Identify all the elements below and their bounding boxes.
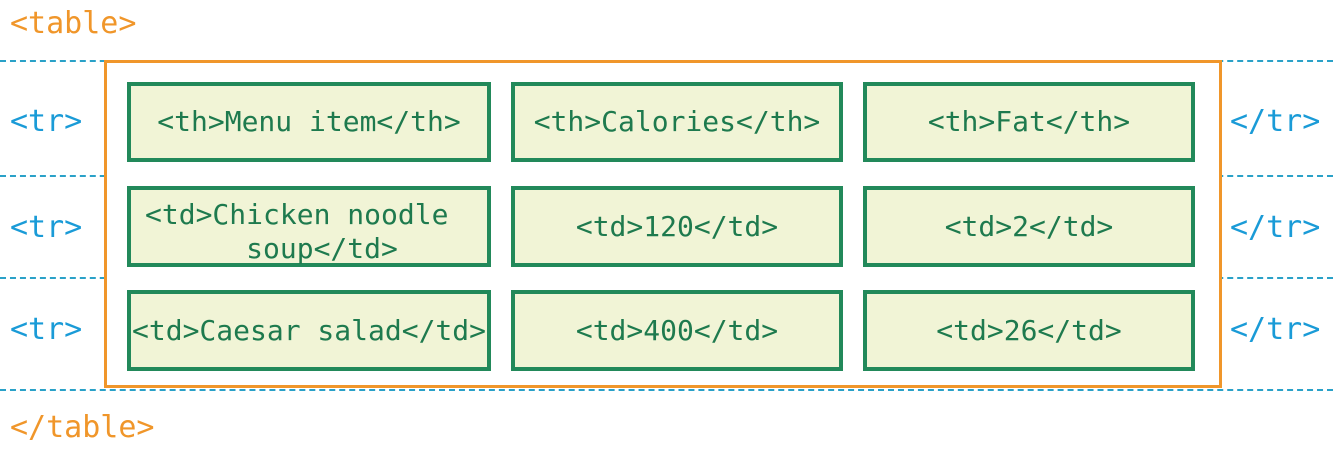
row-divider-bottom: [0, 389, 1333, 391]
row-2-open-tag: <tr>: [10, 210, 83, 245]
data-cell-26: <td>26</td>: [863, 290, 1195, 371]
row-3-close-tag: </tr>: [1230, 312, 1321, 347]
data-cell-2: <td>2</td>: [863, 186, 1195, 267]
row-2-close-tag: </tr>: [1230, 210, 1321, 245]
table-close-tag: </table>: [10, 410, 155, 445]
row-1-close-tag: </tr>: [1230, 104, 1321, 139]
data-cell-caesar-salad: <td>Caesar salad</td>: [127, 290, 491, 371]
header-cell-menu-item: <th>Menu item</th>: [127, 82, 491, 162]
row-1-open-tag: <tr>: [10, 104, 83, 139]
data-cell-120: <td>120</td>: [511, 186, 843, 267]
table-open-tag: <table>: [10, 6, 137, 41]
header-cell-calories: <th>Calories</th>: [511, 82, 843, 162]
row-3-open-tag: <tr>: [10, 312, 83, 347]
data-cell-400: <td>400</td>: [511, 290, 843, 371]
data-cell-chicken-noodle-soup: <td>Chicken noodle soup</td>: [127, 186, 491, 267]
header-cell-fat: <th>Fat</th>: [863, 82, 1195, 162]
